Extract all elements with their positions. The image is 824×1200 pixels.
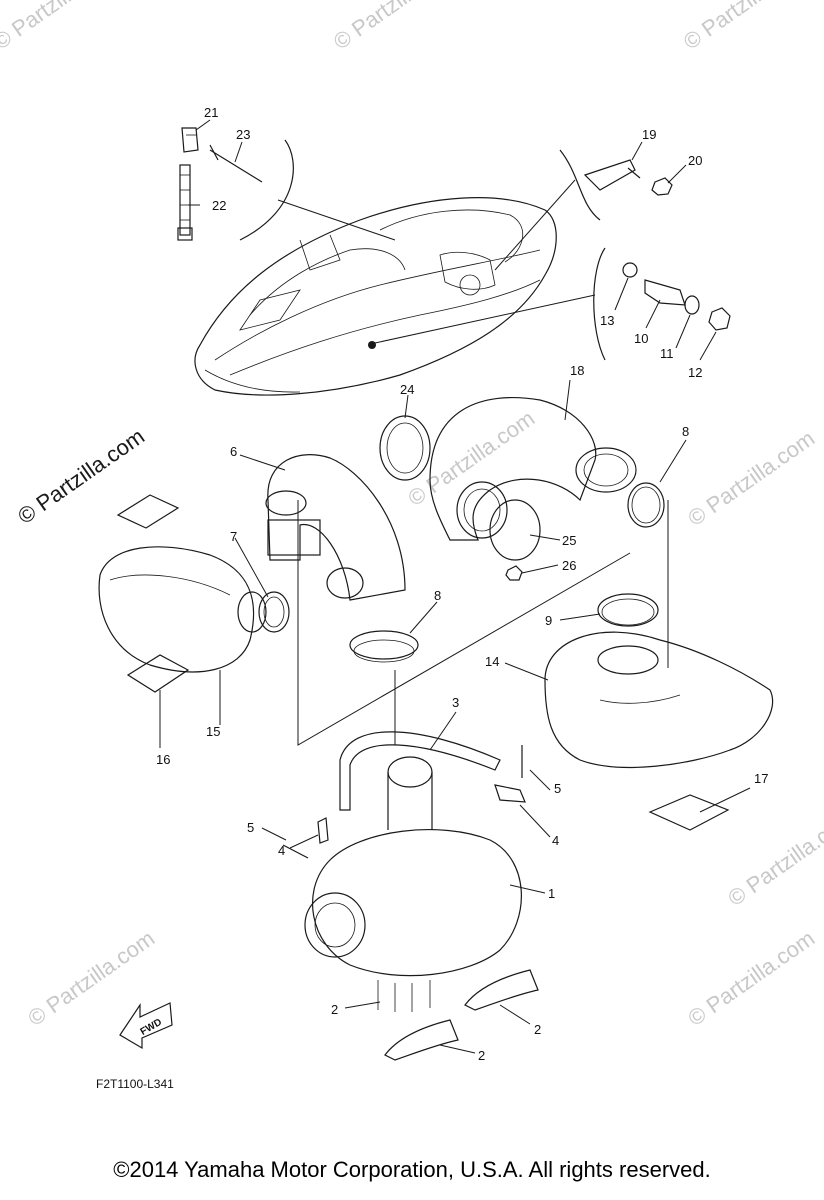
callout-2: 2 [534,1022,541,1037]
inset-bracket-right-upper [559,149,601,221]
callout-3: 3 [452,695,459,710]
callout-6: 6 [230,444,237,459]
callout-24: 24 [400,382,414,397]
watermark-text: © Partzilla.com [403,405,539,511]
watercraft-hull [194,197,557,396]
cable-tie-part-22 [177,164,193,241]
callout-13: 13 [600,313,614,328]
callout-14: 14 [485,654,499,669]
callout-4: 4 [278,843,285,858]
muffler-part-1 [304,756,522,1012]
callout-20: 20 [688,153,702,168]
inset-bracket-left [239,139,294,241]
copyright-notice: ©2014 Yamaha Motor Corporation, U.S.A. A… [113,1157,711,1182]
shield-part-2-a [384,1019,459,1061]
callout-25: 25 [562,533,576,548]
callout-8: 8 [434,588,441,603]
nut-part-20 [651,177,673,196]
inset-bracket-right-lower [593,247,606,361]
callout-11: 11 [660,346,674,361]
fitting-part-10 [644,279,686,306]
callout-10: 10 [634,331,648,346]
callout-18: 18 [570,363,584,378]
hose-part-6 [265,454,406,601]
leader-inset-right-upper [494,179,576,271]
watermark-text: © Partzilla.com [23,925,159,1031]
ring-part-24 [379,415,431,481]
watermark-text: © Partzilla.com [679,0,815,54]
watermark-text: © Partzilla.com [329,0,465,54]
washer-part-11 [684,295,700,315]
callout-12: 12 [688,365,702,380]
callout-8: 8 [682,424,689,439]
fwd-arrow-icon: FWD [119,1002,173,1050]
nut-part-12 [708,307,731,331]
drain-plug-part-26 [505,565,523,581]
bracket-part-4-left [317,817,329,844]
callout-2: 2 [478,1048,485,1063]
callout-16: 16 [156,752,170,767]
bracket-part-19 [583,159,641,191]
pad-part-top-left [116,494,180,529]
leader-inset-left [277,199,396,241]
callout-1: 1 [548,886,555,901]
gasket-part-25 [489,499,541,561]
watermark-text: © Partzilla.com [13,423,149,529]
callout-9: 9 [545,613,552,628]
callout-21: 21 [204,105,218,120]
chamber-part-15 [98,546,267,673]
shield-part-2-b [464,969,539,1011]
pad-part-16 [126,654,190,693]
callout-4: 4 [552,833,559,848]
pad-part-17 [648,794,730,831]
clamp-part-8-upper [627,482,665,528]
watermark-text: © Partzilla.com [0,0,124,54]
clip-part-21 [181,127,199,153]
watermark-text: © Partzilla.com [723,805,824,911]
callout-5: 5 [247,820,254,835]
callout-2: 2 [331,1002,338,1017]
tank-part-14 [544,631,774,768]
callout-7: 7 [230,529,237,544]
callout-labels: 1 2 2 2 3 4 4 5 5 6 7 8 8 9 10 11 12 13 … [156,105,768,1063]
duct-part-18 [429,397,637,541]
leader-inset-right-lower [374,294,596,344]
elbow-outlet [326,567,364,599]
watermark-text: © Partzilla.com [683,925,819,1031]
callout-22: 22 [212,198,226,213]
strap-part-3 [339,731,501,811]
callout-15: 15 [206,724,220,739]
flange-part [456,481,508,539]
ring-part-9 [597,593,659,627]
bracket-part-4-right [494,784,526,803]
assembly-line-left [297,500,631,746]
callout-leaders [159,119,751,1054]
callout-26: 26 [562,558,576,573]
callout-5: 5 [554,781,561,796]
diagram-reference-code: F2T1100-L341 [96,1077,174,1091]
bolt-part-5-left [282,844,309,859]
clamp-part-7 [258,591,290,633]
clamp-part-13 [622,262,638,278]
callout-17: 17 [754,771,768,786]
pin-part-23 [209,144,263,183]
watermark-text: © Partzilla.com [683,425,819,531]
callout-23: 23 [236,127,250,142]
callout-19: 19 [642,127,656,142]
clamp-part-8-lower [349,630,419,663]
